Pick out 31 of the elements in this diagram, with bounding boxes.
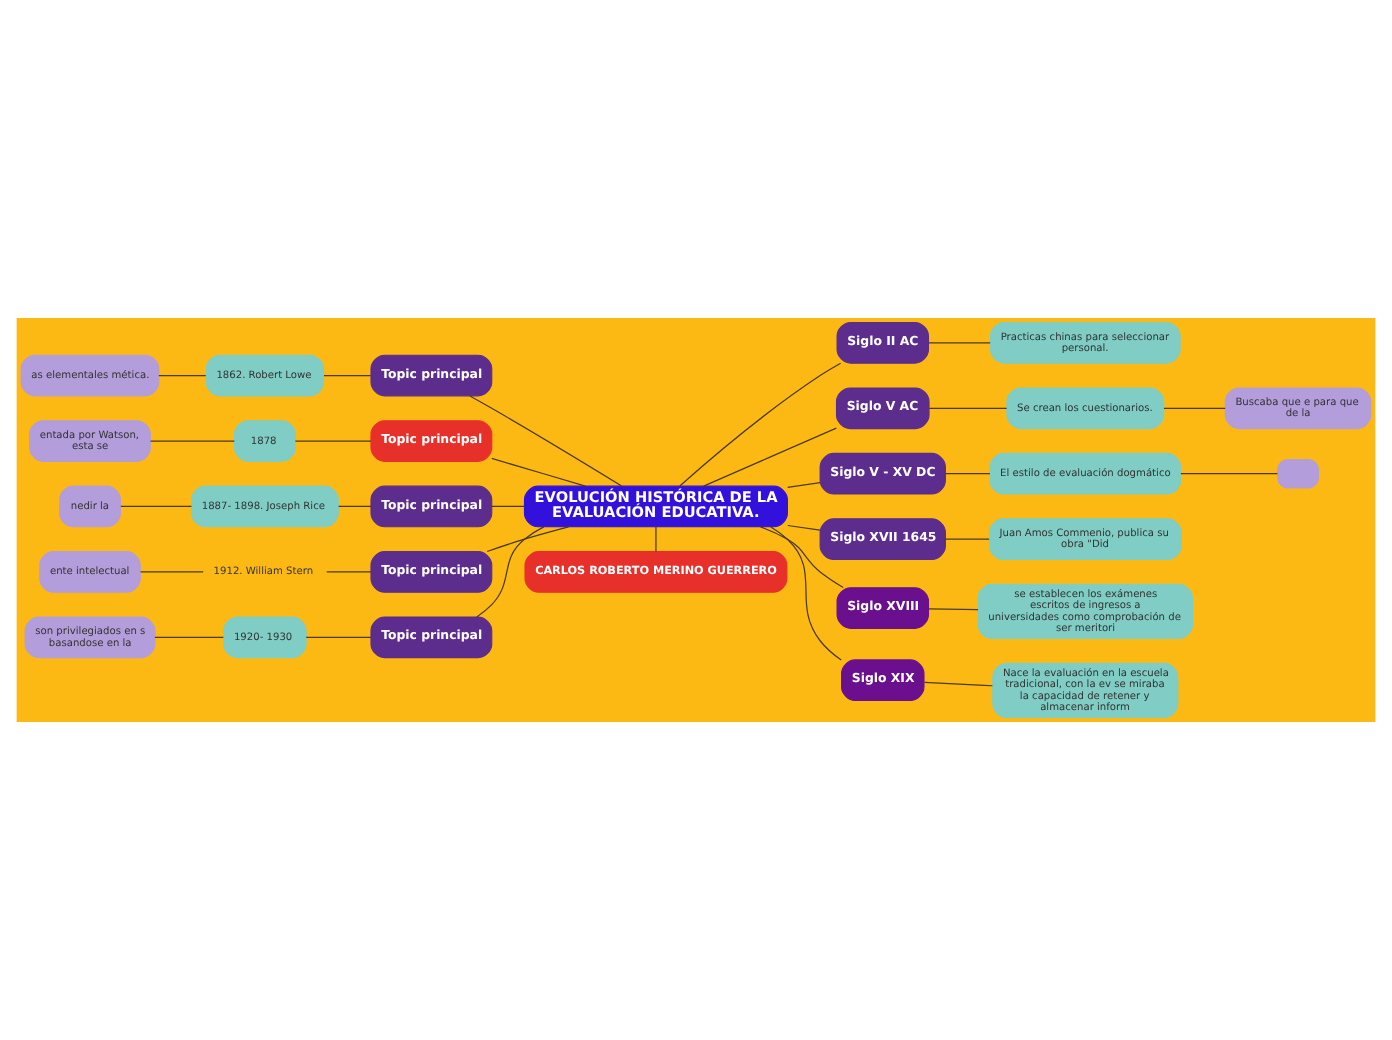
connector — [323, 374, 372, 377]
connector — [337, 505, 372, 508]
connector — [140, 571, 204, 573]
connector — [928, 407, 1008, 409]
connector — [1163, 407, 1226, 409]
connector — [326, 571, 372, 573]
connector — [945, 473, 991, 475]
connector — [476, 526, 545, 618]
connector — [679, 362, 842, 487]
connector — [928, 608, 979, 611]
connector — [158, 374, 207, 377]
connector — [928, 342, 991, 344]
node-box — [1277, 459, 1319, 489]
connector — [759, 526, 844, 589]
connector — [945, 538, 990, 540]
connector — [120, 505, 193, 508]
connector — [154, 636, 224, 638]
connector — [1180, 473, 1279, 475]
connector — [787, 482, 821, 489]
connector — [491, 505, 526, 508]
connector — [770, 526, 842, 661]
connector — [469, 395, 623, 487]
connector — [491, 457, 587, 487]
connector — [702, 427, 837, 487]
connector — [787, 524, 821, 531]
connector — [305, 636, 372, 638]
connector — [486, 526, 570, 553]
connector — [923, 681, 994, 687]
connector — [149, 440, 235, 442]
connector — [294, 440, 372, 442]
connector — [655, 526, 657, 553]
